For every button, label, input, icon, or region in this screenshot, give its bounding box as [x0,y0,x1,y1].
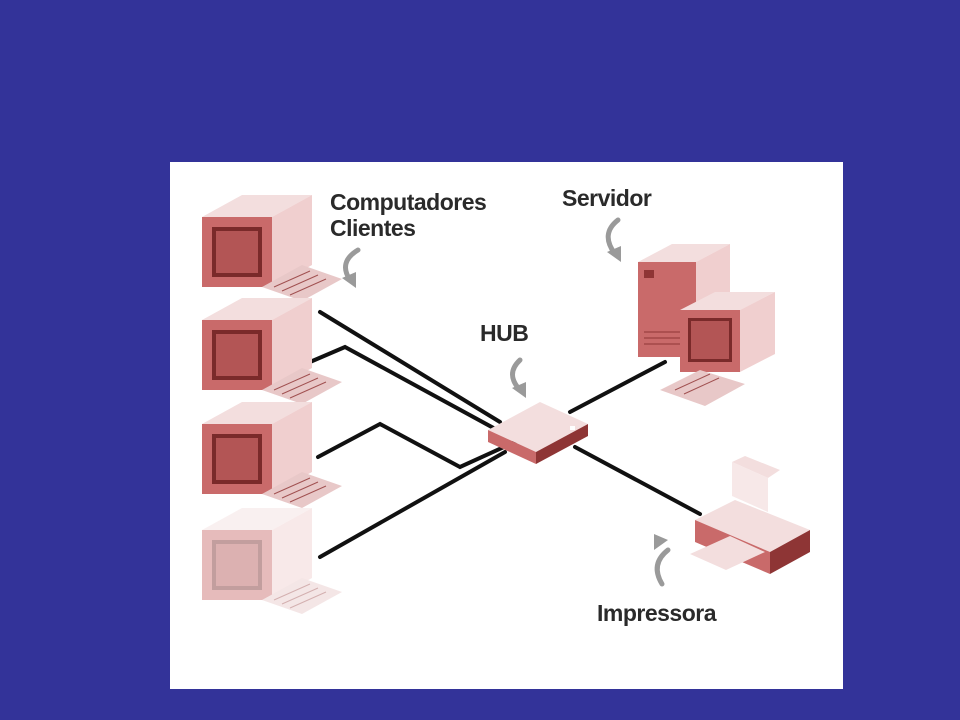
arrowhead-hub [512,382,526,398]
arrowhead-clients [342,272,356,288]
cable-client-1-hub [318,310,502,424]
network-diagram-panel: Computadores Clientes Servidor HUB Impre… [170,162,843,689]
arrowhead-server [607,246,621,262]
hub-device [488,402,588,464]
cable-hub-server [568,360,667,414]
cable-client-3-hub [316,421,517,470]
client-computer-4 [202,507,342,615]
cable-client-2-hub [308,344,512,439]
cable-hub-printer [573,445,702,516]
printer-device [690,456,810,574]
cable-client-4-hub [318,450,507,559]
label-impressora: Impressora [597,600,717,626]
pointer-arrows [343,217,671,587]
label-servidor: Servidor [562,185,652,211]
label-hub: HUB [480,320,529,346]
server-device [638,244,775,406]
network-diagram [202,194,810,615]
arrowhead-printer [654,534,668,550]
label-clientes: Clientes [330,215,416,241]
client-computer-1 [202,194,342,302]
label-computadores: Computadores [330,189,487,215]
arrow-printer [654,547,671,587]
cables [308,310,702,559]
